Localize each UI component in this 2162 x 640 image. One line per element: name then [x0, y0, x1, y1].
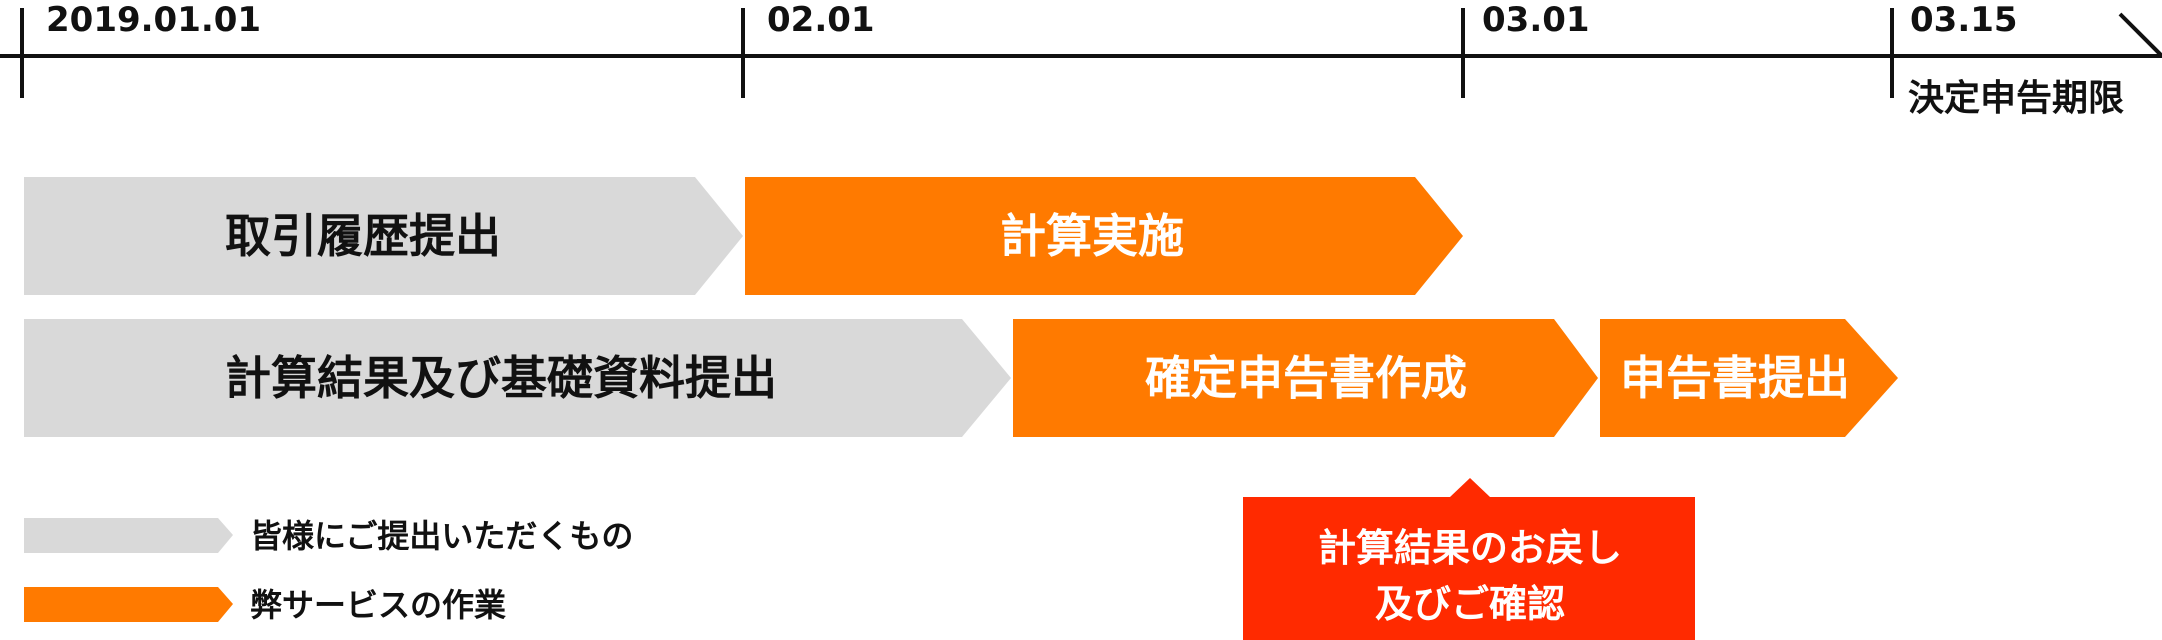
client-step-arrow: [24, 177, 743, 295]
process-row-1: 取引履歴提出 計算実施: [24, 177, 1463, 295]
process-row-2: 計算結果及び基礎資料提出 確定申告書作成 申告書提出: [24, 319, 1898, 437]
confirmation-note: 計算結果のお戻し 及びご確認: [1243, 478, 1695, 640]
timeline-date-label: 02.01: [767, 0, 875, 40]
legend: 皆様にご提出いただくもの 弊サービスの作業: [24, 517, 633, 624]
timeline-arrow-head: [2118, 12, 2162, 58]
note-line-1: 計算結果のお戻し: [1318, 526, 1622, 570]
legend-client-swatch: [24, 518, 233, 553]
legend-service-label: 弊サービスの作業: [250, 586, 506, 624]
note-box: [1243, 497, 1695, 640]
timeline-date-label: 03.01: [1482, 0, 1590, 40]
service-step-arrow: [1600, 319, 1898, 437]
legend-client-label: 皆様にご提出いただくもの: [250, 517, 633, 555]
timeline-date-label: 03.15: [1910, 0, 2018, 40]
note-line-2: 及びご確認: [1375, 582, 1565, 626]
service-step-arrow: [745, 177, 1463, 295]
service-step-label: 申告書提出: [1620, 351, 1850, 405]
filing-deadline-label: 決定申告期限: [1908, 78, 2124, 119]
service-step-arrow: [1013, 319, 1598, 437]
legend-service-swatch: [24, 587, 233, 622]
client-step-label: 計算結果及び基礎資料提出: [225, 351, 777, 405]
note-pointer: [1450, 478, 1490, 497]
service-step-label: 計算実施: [1000, 209, 1184, 263]
client-step-label: 取引履歴提出: [225, 209, 501, 263]
timeline-date-label: 2019.01.01: [46, 0, 261, 40]
timeline: 2019.01.01 02.01 03.01 03.15 決定申告期限: [0, 0, 2162, 119]
client-step-arrow: [24, 319, 1011, 437]
service-step-label: 確定申告書作成: [1145, 351, 1467, 405]
